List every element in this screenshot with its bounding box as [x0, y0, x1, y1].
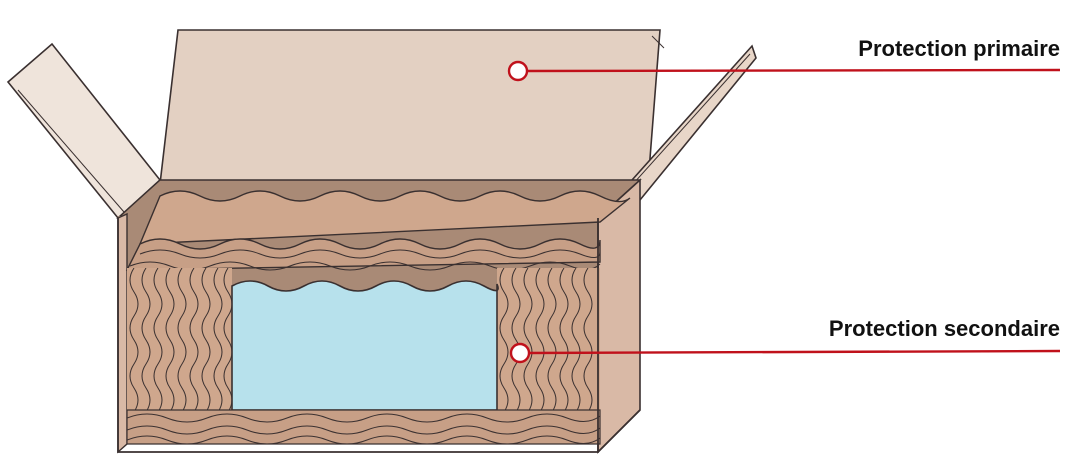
- right-stack-wave: [571, 268, 581, 413]
- top-cushion: [125, 190, 631, 271]
- top-cushion-wave-2: [129, 261, 601, 271]
- left-stack-wave: [153, 268, 163, 413]
- label-primary-protection: Protection primaire: [858, 36, 1060, 61]
- left-stack-wave: [189, 268, 199, 413]
- callout-secondary-line: [525, 349, 1061, 355]
- left-flap-fold-line: [17, 89, 125, 213]
- left-stack-wave: [141, 268, 151, 413]
- bottom-cushion-wave-2: [126, 425, 601, 435]
- left-stack-wave: [223, 268, 232, 413]
- right-stack-wave: [535, 268, 545, 413]
- bottom-cushion: [126, 409, 601, 445]
- right-stack-fill: [497, 268, 600, 414]
- top-cushion-layer-2: [125, 238, 601, 271]
- label-secondary-protection: Protection secondaire: [828, 316, 1060, 341]
- right-stack-wave: [583, 268, 593, 413]
- top-cushion-wave-1: [139, 249, 601, 259]
- bottom-cushion-layer: [126, 409, 601, 445]
- left-stack-fill: [127, 268, 232, 414]
- back-lid-fold-line: [651, 35, 665, 49]
- right-stack-wave: [511, 268, 521, 413]
- callout-secondary-marker: [509, 342, 531, 364]
- back-lid: [159, 29, 661, 185]
- box-bottom-edge: [597, 409, 641, 453]
- left-flap: [6, 42, 162, 220]
- left-cushion-stack: [127, 268, 232, 414]
- left-stack-wave: [165, 268, 175, 413]
- right-stack-wave: [523, 268, 533, 413]
- right-stack-wave: [559, 268, 569, 413]
- left-stack-wave: [213, 268, 223, 413]
- callout-secondary: [509, 342, 1061, 364]
- callout-primary-line: [523, 68, 1061, 73]
- box-front-outline: [117, 218, 599, 453]
- right-stack-wave: [547, 268, 557, 413]
- callout-primary: [507, 60, 1061, 82]
- top-cushion-layer-1: [138, 190, 631, 245]
- box-left-wall: [117, 212, 128, 454]
- callout-primary-marker: [507, 60, 529, 82]
- product-item: [231, 280, 499, 411]
- bottom-cushion-wave-1: [126, 413, 601, 423]
- box-right-side: [597, 178, 641, 454]
- left-stack-wave: [177, 268, 187, 413]
- right-cushion-stack: [497, 268, 600, 414]
- left-stack-wave: [129, 268, 139, 413]
- right-stack-wave: [499, 268, 509, 413]
- bottom-cushion-wave-3: [126, 435, 601, 445]
- left-stack-wave: [201, 268, 211, 413]
